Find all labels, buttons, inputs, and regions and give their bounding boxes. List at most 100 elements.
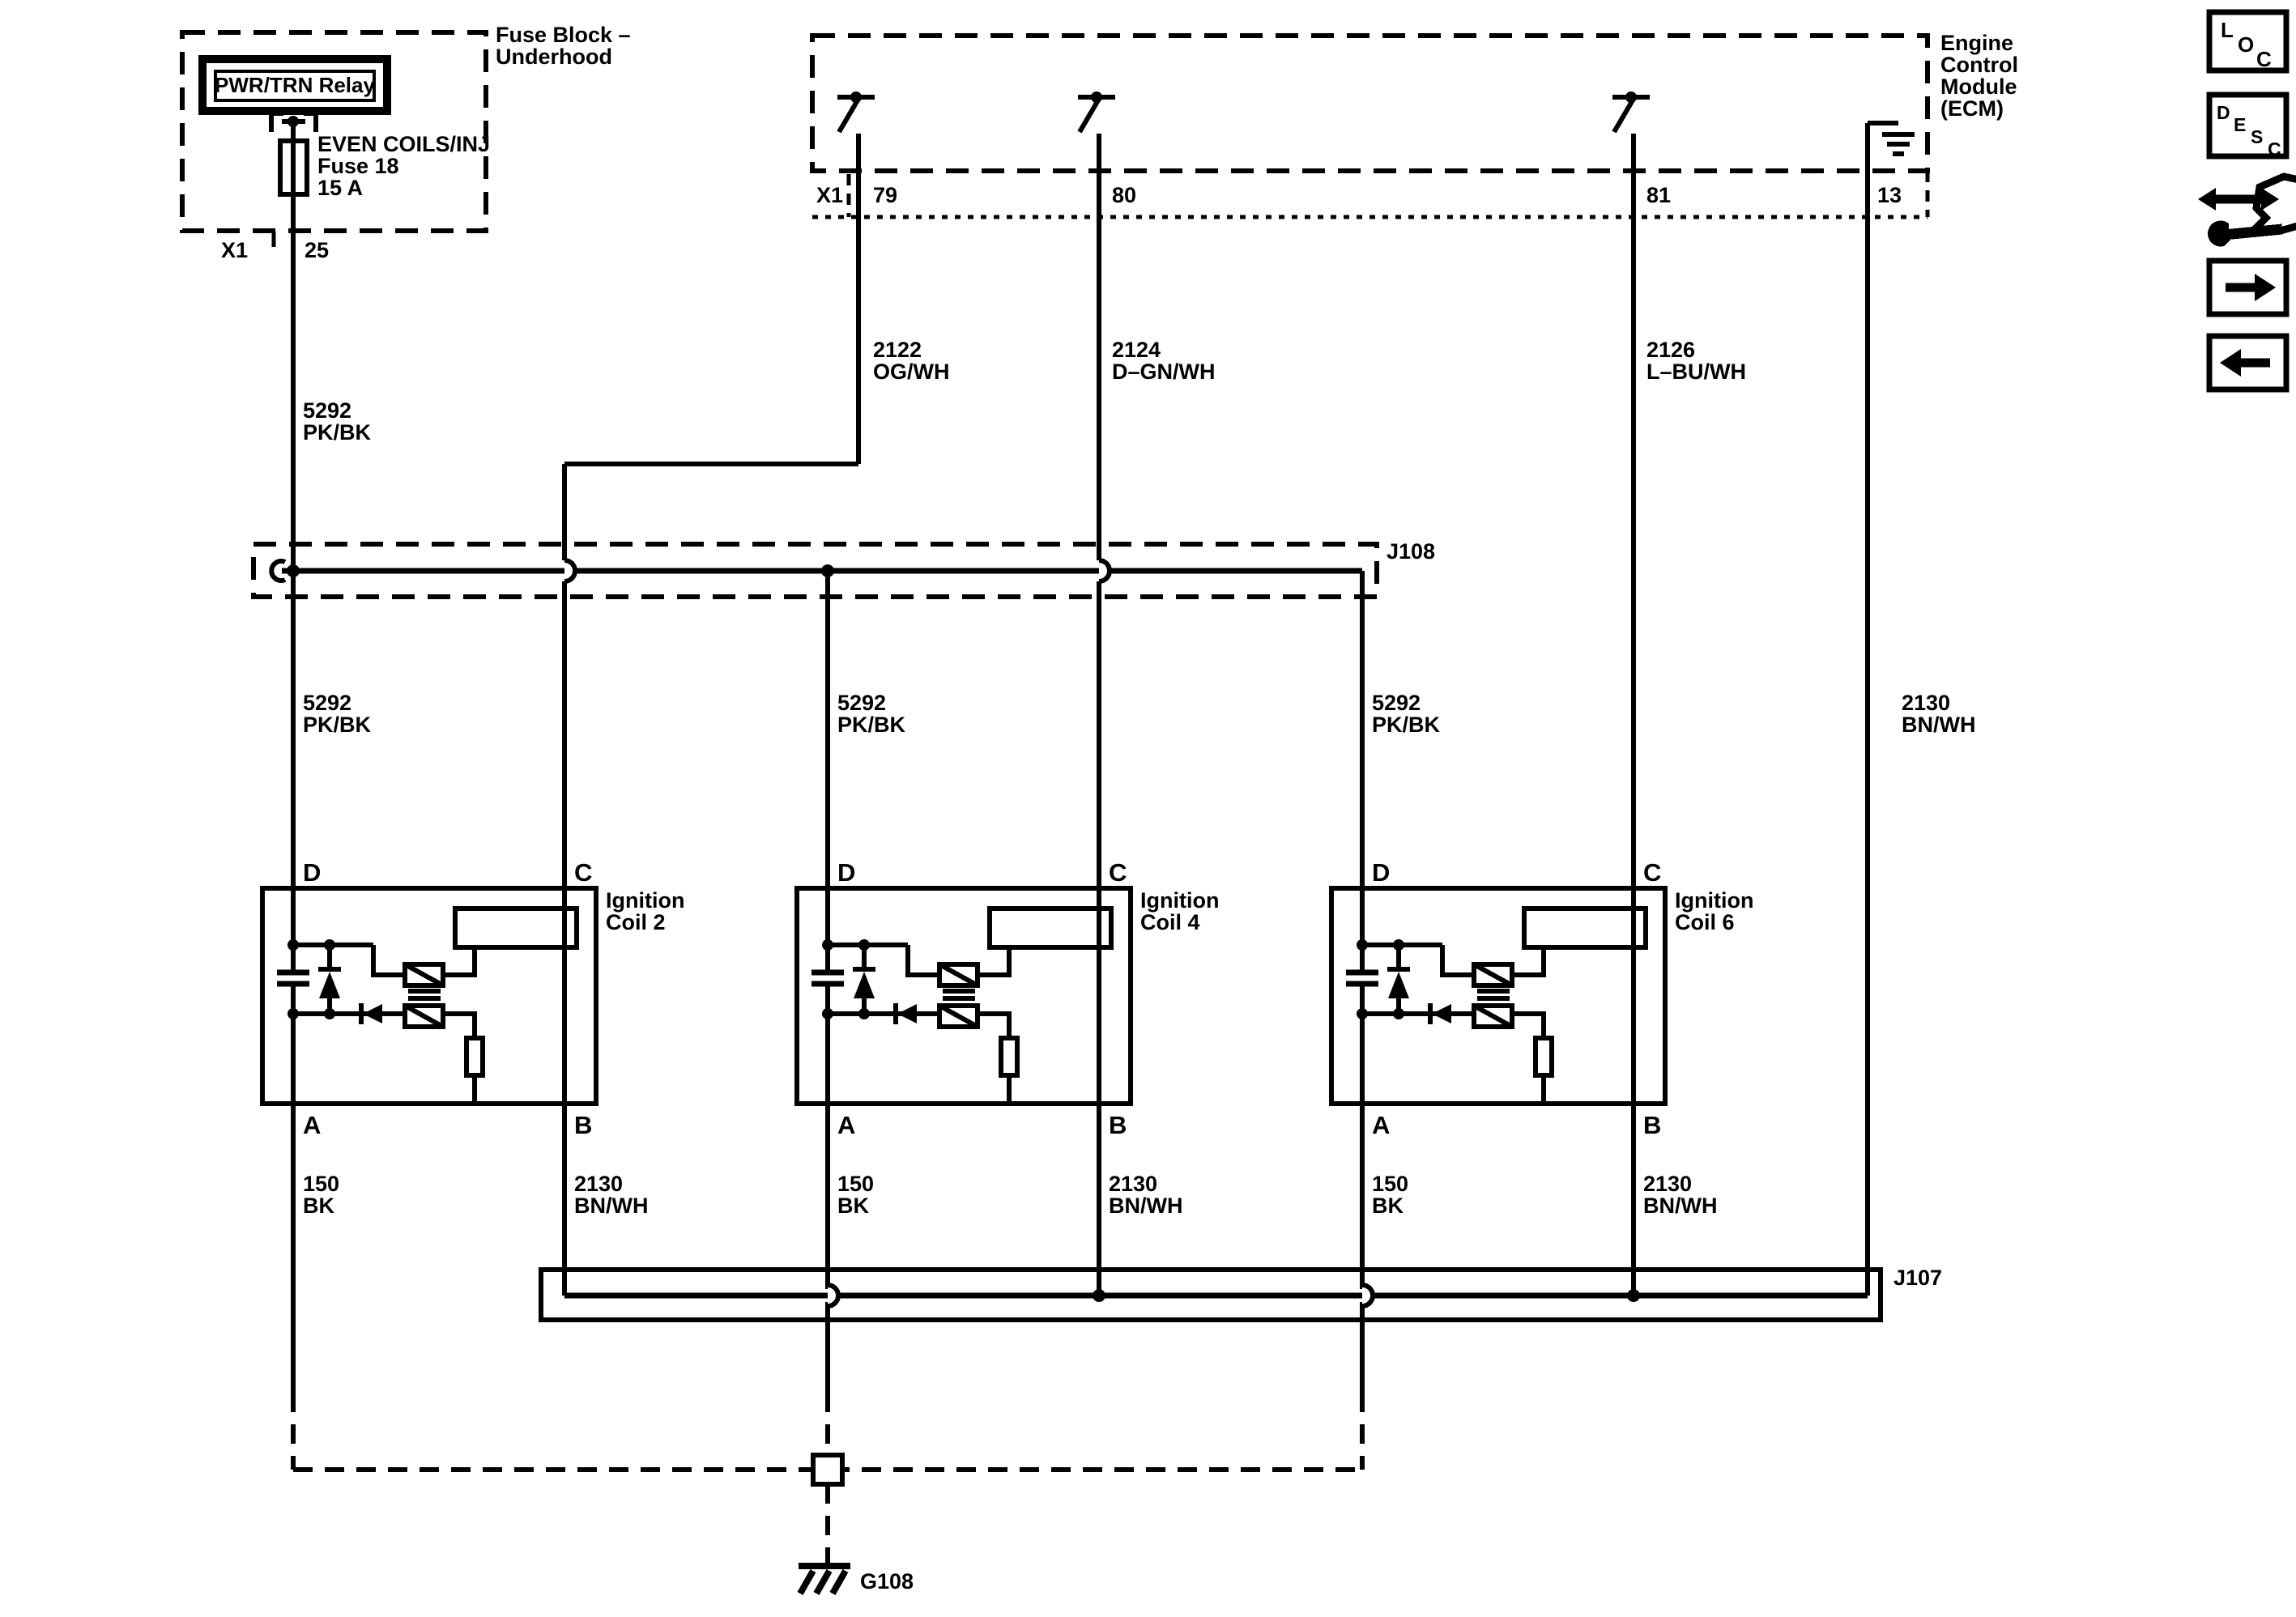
wire-label: BK bbox=[1372, 1194, 1404, 1218]
ignition-coil-2[interactable]: Ignition Coil 2 D C A B bbox=[260, 858, 684, 1139]
wire-label: 5292 bbox=[837, 691, 886, 715]
wire-label: OG/WH bbox=[873, 360, 950, 384]
j108-label: J108 bbox=[1387, 539, 1435, 564]
ecm-driver-icon-80 bbox=[1078, 91, 1115, 132]
loc-letter: C bbox=[2256, 47, 2272, 71]
back-button[interactable] bbox=[2206, 333, 2290, 393]
coil6-outline bbox=[1329, 886, 1668, 1106]
wire-label: 5292 bbox=[303, 691, 351, 715]
wire-hop-icon bbox=[564, 560, 575, 581]
fuse-block-dashed-outline bbox=[180, 30, 488, 233]
fuse-rating-label: 15 A bbox=[317, 176, 363, 200]
wire-label: 150 bbox=[303, 1172, 339, 1196]
splice-pack-j108[interactable]: J108 bbox=[251, 539, 1435, 599]
arrow-left-icon bbox=[2220, 349, 2270, 377]
relay-contact-icon bbox=[269, 111, 318, 132]
wire-label: PK/BK bbox=[303, 420, 372, 445]
coil6-name-line1: Ignition bbox=[1675, 888, 1753, 913]
wire-label: PK/BK bbox=[303, 713, 372, 737]
wire-label: 2122 bbox=[873, 338, 922, 362]
wire-label: BN/WH bbox=[1643, 1194, 1717, 1218]
j108-dashed-outline bbox=[251, 542, 1379, 599]
service-info-button[interactable] bbox=[2198, 172, 2296, 247]
ground-g108[interactable]: G108 bbox=[797, 1453, 914, 1595]
fuse-name-label: EVEN COILS/INJ bbox=[317, 132, 490, 156]
wire-label: 2124 bbox=[1112, 338, 1161, 362]
junction-dot bbox=[1627, 1289, 1640, 1302]
ecm-title-line4: (ECM) bbox=[1940, 96, 2004, 121]
ecm-connector-label: X1 bbox=[816, 183, 843, 207]
ecm-title-line3: Module bbox=[1940, 74, 2017, 99]
wire-label: L–BU/WH bbox=[1646, 360, 1746, 384]
forward-button[interactable] bbox=[2206, 257, 2290, 317]
ecm-driver-icon-81 bbox=[1612, 91, 1650, 132]
coil2-name-line2: Coil 2 bbox=[606, 910, 666, 934]
fuse-block-title-line1: Fuse Block – bbox=[496, 23, 631, 47]
wire-label: PK/BK bbox=[837, 713, 906, 737]
coil4-pin-a: A bbox=[837, 1111, 855, 1139]
coil4-pin-d: D bbox=[837, 858, 855, 887]
coil6-name-line2: Coil 6 bbox=[1675, 910, 1735, 934]
pwr-trn-relay[interactable]: PWR/TRN Relay bbox=[198, 55, 391, 115]
wire-label: 2130 bbox=[574, 1172, 623, 1196]
location-button[interactable]: L O C bbox=[2206, 9, 2290, 74]
splice-pack-j107[interactable]: J107 bbox=[539, 1266, 1942, 1322]
loc-letter: L bbox=[2221, 18, 2234, 42]
fuse-block-connector-label: X1 bbox=[221, 238, 248, 262]
wire-label: 2130 bbox=[1902, 691, 1950, 715]
wire-label: 5292 bbox=[1372, 691, 1421, 715]
wire-label: 2130 bbox=[1109, 1172, 1157, 1196]
ecm-pin79-label: 79 bbox=[873, 183, 897, 207]
wire-label: BK bbox=[837, 1194, 869, 1218]
desc-letter: C bbox=[2268, 138, 2281, 160]
desc-letter: D bbox=[2217, 102, 2230, 123]
wire-label: D–GN/WH bbox=[1112, 360, 1216, 384]
wire-label: BN/WH bbox=[1109, 1194, 1182, 1218]
coil6-pin-d: D bbox=[1372, 858, 1390, 887]
coil4-pin-b: B bbox=[1109, 1111, 1127, 1139]
wire-hop-icon bbox=[1099, 560, 1110, 581]
arrow-right-icon bbox=[2226, 274, 2276, 301]
wires bbox=[291, 123, 1870, 1563]
coil2-outline bbox=[260, 886, 598, 1106]
coil2-name-line1: Ignition bbox=[606, 888, 684, 913]
engine-control-module[interactable]: Engine Control Module (ECM) X1 79 80 81 … bbox=[810, 31, 2018, 219]
splice-curl-icon bbox=[269, 559, 287, 583]
ecm-pin80-label: 80 bbox=[1112, 183, 1136, 207]
coil6-pin-a: A bbox=[1372, 1111, 1390, 1139]
wire-label: 2130 bbox=[1643, 1172, 1692, 1196]
ignition-coil-6[interactable]: Ignition Coil 6 D C A B bbox=[1329, 858, 1753, 1139]
ecm-pin81-label: 81 bbox=[1646, 183, 1671, 207]
wire-hop-icon bbox=[828, 1285, 838, 1306]
junction-dot bbox=[821, 564, 834, 577]
ecm-dashed-outline bbox=[810, 33, 1930, 173]
coil6-pin-c: C bbox=[1643, 858, 1661, 887]
ecm-internal-ground-icon bbox=[1868, 121, 1915, 156]
desc-letter: E bbox=[2234, 114, 2246, 135]
toolbar: L O C D E S C bbox=[2198, 9, 2296, 393]
coil4-pin-c: C bbox=[1109, 858, 1127, 887]
fuse-block-title-line2: Underhood bbox=[496, 45, 612, 69]
fuse-block-underhood[interactable]: PWR/TRN Relay EVEN COILS/INJ Fuse 18 15 … bbox=[180, 23, 631, 262]
coil4-name-line1: Ignition bbox=[1140, 888, 1219, 913]
fuse-number-label: Fuse 18 bbox=[317, 154, 399, 178]
ignition-coil-4[interactable]: Ignition Coil 4 D C A B bbox=[794, 858, 1219, 1139]
coil4-outline bbox=[794, 886, 1133, 1106]
ecm-title-line1: Engine bbox=[1940, 31, 2013, 55]
wire-label: 5292 bbox=[303, 398, 351, 423]
g108-label: G108 bbox=[860, 1569, 914, 1594]
wire-label: 150 bbox=[1372, 1172, 1408, 1196]
wire-hop-icon bbox=[1362, 1285, 1373, 1306]
j107-outline bbox=[539, 1267, 1883, 1322]
coil2-pin-b: B bbox=[574, 1111, 592, 1139]
wire-label: BK bbox=[303, 1194, 334, 1218]
car-wrench-icon bbox=[2198, 172, 2296, 247]
description-button[interactable]: D E S C bbox=[2206, 91, 2290, 160]
coil2-pin-a: A bbox=[303, 1111, 321, 1139]
ecm-driver-icon-79 bbox=[837, 91, 875, 132]
fuse-block-pin-label: 25 bbox=[305, 238, 329, 262]
wire-label: PK/BK bbox=[1372, 713, 1441, 737]
coil6-pin-b: B bbox=[1643, 1111, 1661, 1139]
coil2-pin-d: D bbox=[303, 858, 321, 887]
